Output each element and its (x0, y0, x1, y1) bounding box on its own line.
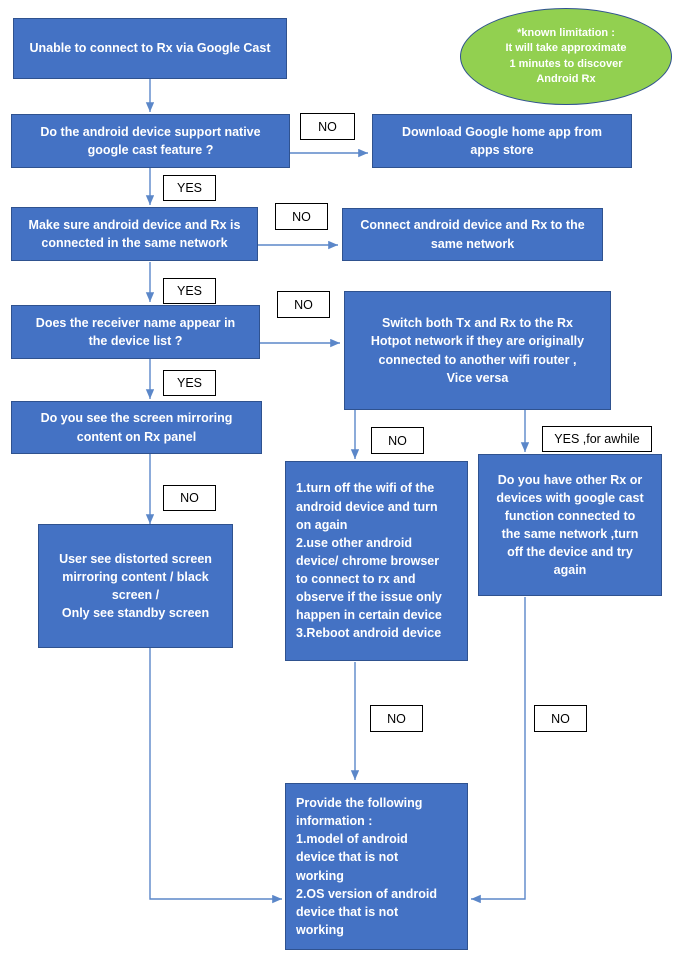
node-question-native-cast[interactable]: Do the android device support native goo… (11, 114, 290, 168)
edge-label-yes-3: YES (163, 370, 216, 396)
edge-label-no-1: NO (300, 113, 355, 140)
edge-label-no-5: NO (371, 427, 424, 454)
edge-label-no-4: NO (163, 485, 216, 511)
node-question-other-rx[interactable]: Do you have other Rx or devices with goo… (478, 454, 662, 596)
node-question-mirroring-content[interactable]: Do you see the screen mirroring content … (11, 401, 262, 454)
node-troubleshoot-steps[interactable]: 1.turn off the wifi of the android devic… (285, 461, 468, 661)
edge-label-no-3: NO (277, 291, 330, 318)
node-provide-info[interactable]: Provide the following information : 1.mo… (285, 783, 468, 950)
edge-label-yes-1: YES (163, 175, 216, 201)
node-download-home-app[interactable]: Download Google home app from apps store (372, 114, 632, 168)
edge-label-yes-for-awhile: YES ,for awhile (542, 426, 652, 452)
edge-label-no-6: NO (370, 705, 423, 732)
edge-label-no-2: NO (275, 203, 328, 230)
note-known-limitation: *known limitation : It will take approxi… (460, 8, 672, 105)
node-question-receiver-name[interactable]: Does the receiver name appear in the dev… (11, 305, 260, 359)
node-start[interactable]: Unable to connect to Rx via Google Cast (13, 18, 287, 79)
node-question-same-network[interactable]: Make sure android device and Rx is conne… (11, 207, 258, 261)
edge-label-yes-2: YES (163, 278, 216, 304)
node-connect-same-network[interactable]: Connect android device and Rx to the sam… (342, 208, 603, 261)
edge-label-no-7: NO (534, 705, 587, 732)
node-switch-hotspot[interactable]: Switch both Tx and Rx to the Rx Hotpot n… (344, 291, 611, 410)
node-distorted-screen[interactable]: User see distorted screen mirroring cont… (38, 524, 233, 648)
